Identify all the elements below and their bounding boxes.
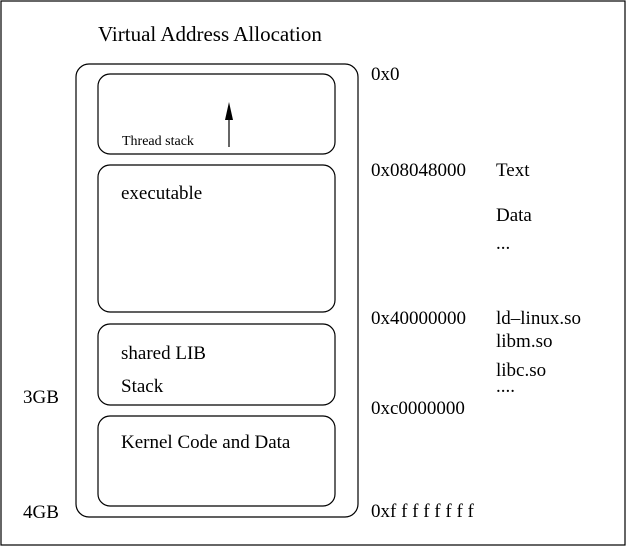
segment-ellipsis: ...	[496, 233, 510, 254]
lib-libc: libc.so	[496, 360, 546, 381]
size-3gb: 3GB	[23, 387, 59, 408]
address-0x40000000: 0x40000000	[371, 308, 466, 329]
stack-growth-arrow-head	[225, 102, 233, 120]
shared-lib-label: shared LIB	[121, 343, 206, 364]
address-space-container	[75, 63, 359, 518]
address-0x0: 0x0	[371, 64, 400, 85]
kernel-region	[97, 415, 336, 507]
lib-ellipsis: ....	[496, 376, 515, 397]
thread-stack-region	[97, 73, 336, 155]
kernel-label: Kernel Code and Data	[121, 432, 291, 453]
executable-region	[97, 164, 336, 313]
address-0xffffffff: 0xf f f f f f f f	[371, 501, 475, 522]
executable-label: executable	[121, 183, 202, 204]
thread-stack-label: Thread stack	[122, 134, 194, 149]
stack-label: Stack	[121, 376, 164, 397]
size-4gb: 4GB	[23, 502, 59, 523]
diagram-title: Virtual Address Allocation	[98, 22, 322, 46]
segment-data-label: Data	[496, 205, 532, 226]
shared-lib-region	[97, 323, 336, 406]
lib-ld-linux: ld–linux.so	[496, 308, 581, 329]
address-0xc0000000: 0xc0000000	[371, 398, 465, 419]
segment-text-label: Text	[496, 160, 530, 181]
lib-libm: libm.so	[496, 331, 552, 352]
address-0x08048000: 0x08048000	[371, 160, 466, 181]
